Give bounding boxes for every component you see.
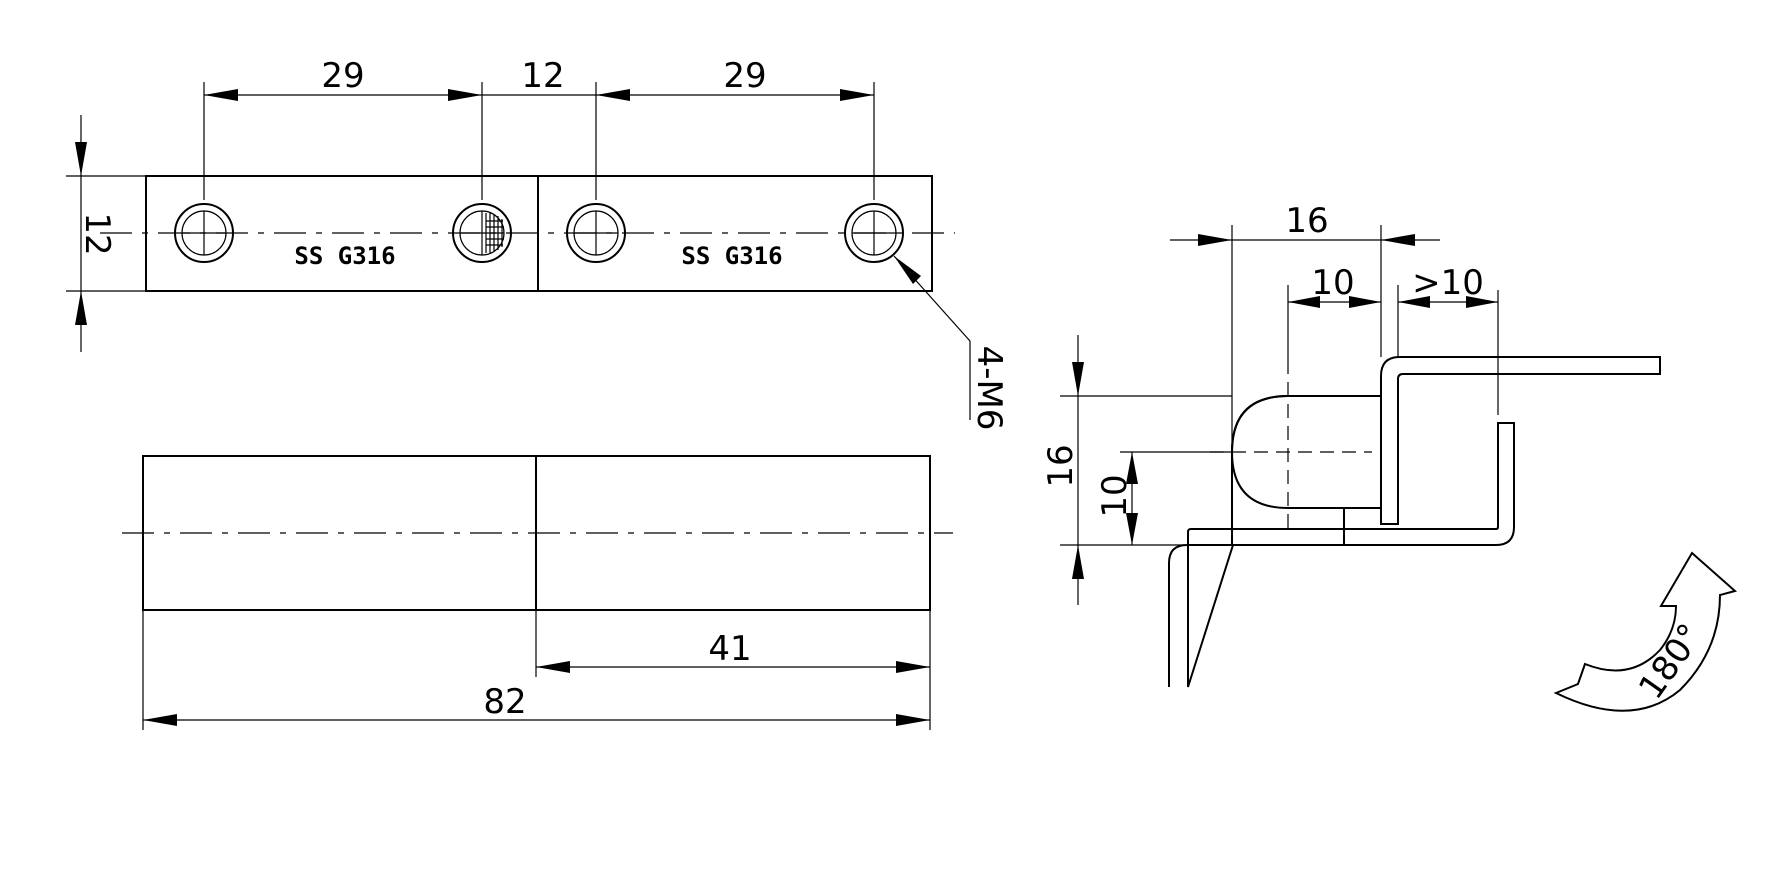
- marking-right: SS G316: [681, 242, 782, 270]
- dim-29-left: 29: [321, 56, 364, 96]
- rotation-label: 180°: [1631, 617, 1711, 707]
- arrow: [448, 89, 482, 101]
- front-view: 41 82: [122, 455, 953, 730]
- dim-10-width: 10: [1311, 263, 1354, 303]
- arrow: [894, 256, 921, 284]
- arrow: [896, 714, 930, 726]
- hole-2-countersunk: [452, 203, 512, 263]
- dim-12-gap: 12: [521, 56, 564, 96]
- dim-height-12: 12: [77, 212, 117, 255]
- arrow: [1398, 296, 1430, 308]
- hole-callout: 4-M6: [969, 346, 1009, 431]
- dim-16-width: 16: [1285, 201, 1328, 241]
- upper-leaf: [1380, 356, 1661, 525]
- rotation-arrow-icon: [1553, 551, 1738, 712]
- arrow: [1349, 296, 1381, 308]
- dim-82: 82: [483, 682, 526, 722]
- hole-4: [844, 203, 904, 263]
- dim-16-height: 16: [1041, 444, 1081, 487]
- side-extension-lines: [1060, 225, 1499, 546]
- arrow: [596, 89, 630, 101]
- dim-41: 41: [708, 629, 751, 669]
- arrow: [1198, 234, 1232, 246]
- arrow: [840, 89, 874, 101]
- arrow: [1126, 513, 1138, 545]
- front-extension-lines: [142, 610, 931, 730]
- arrow: [1072, 545, 1084, 579]
- arrow: [1072, 362, 1084, 396]
- arrow: [204, 89, 238, 101]
- hole-1: [174, 203, 234, 263]
- dim-10-height: 10: [1095, 474, 1135, 517]
- arrow: [1126, 452, 1138, 484]
- arrow: [1466, 296, 1498, 308]
- top-view: SS G316 SS G316 29 12 29 12 4-M6: [66, 56, 1009, 430]
- arrow: [75, 291, 87, 325]
- knuckle-outline: [1231, 395, 1381, 545]
- arrow: [1381, 234, 1415, 246]
- marking-left: SS G316: [294, 242, 395, 270]
- hole-3: [566, 203, 626, 263]
- arrow: [143, 714, 177, 726]
- dim-clearance: >10: [1412, 263, 1484, 303]
- side-view: 16 10 >10 16 10 180°: [1041, 201, 1738, 712]
- arrow: [1288, 296, 1320, 308]
- top-extension-lines: [66, 82, 875, 292]
- dim-29-right: 29: [723, 56, 766, 96]
- arrow: [536, 661, 570, 673]
- lower-leaf: [1168, 422, 1515, 688]
- arrow: [896, 661, 930, 673]
- arrow: [75, 142, 87, 176]
